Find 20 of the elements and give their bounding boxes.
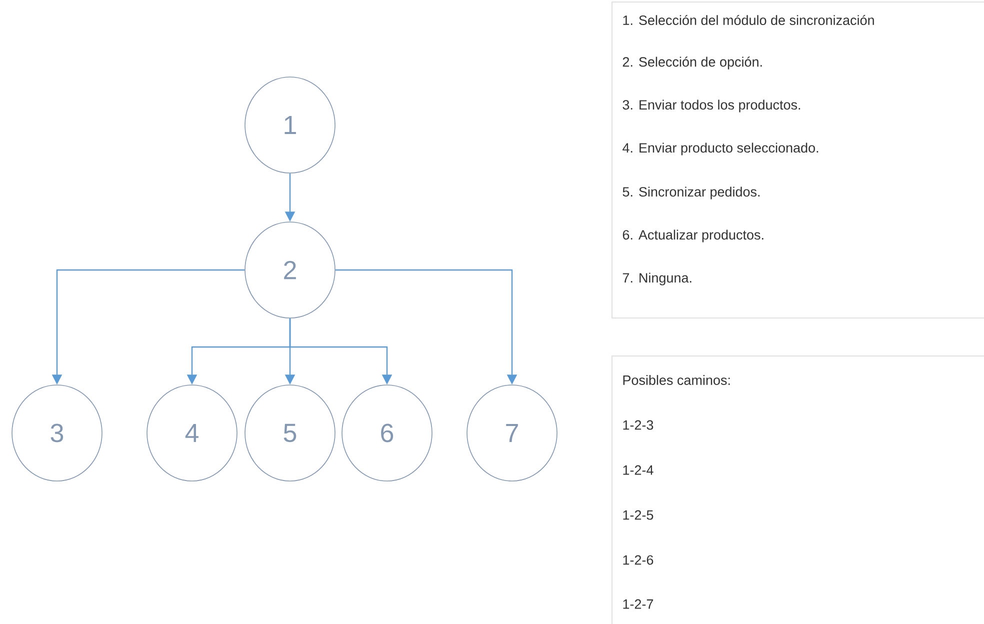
list-item: 1. Selección del módulo de sincronización (623, 14, 874, 26)
circle-node: 5 (244, 384, 336, 482)
list-item: 2. Selección de opción. (622, 56, 762, 70)
list-item: 5. Sincronizar pedidos. (622, 186, 760, 200)
circle-node: 4 (146, 384, 238, 482)
list-item: 7. Ninguna. (622, 272, 692, 286)
list-item: 1-2-7 (623, 599, 654, 609)
list-item: 3. Enviar todos los productos. (622, 100, 800, 112)
list-item: 4. Enviar producto seleccionado. (622, 142, 818, 156)
list-item: 1-2-6 (623, 555, 654, 565)
list-item: 1-2-3 (623, 420, 654, 430)
list-item: 1-2-4 (623, 465, 654, 475)
circle-node: 6 (342, 384, 432, 482)
list-item: 1-2-5 (623, 510, 654, 520)
circle-node: 7 (466, 384, 558, 482)
list-item: 6. Actualizar productos. (622, 230, 764, 242)
list-item: Posibles caminos: (623, 375, 730, 385)
circle-node: 2 (244, 222, 336, 318)
circle-node: 3 (12, 384, 102, 482)
circle-node: 1 (244, 76, 336, 174)
